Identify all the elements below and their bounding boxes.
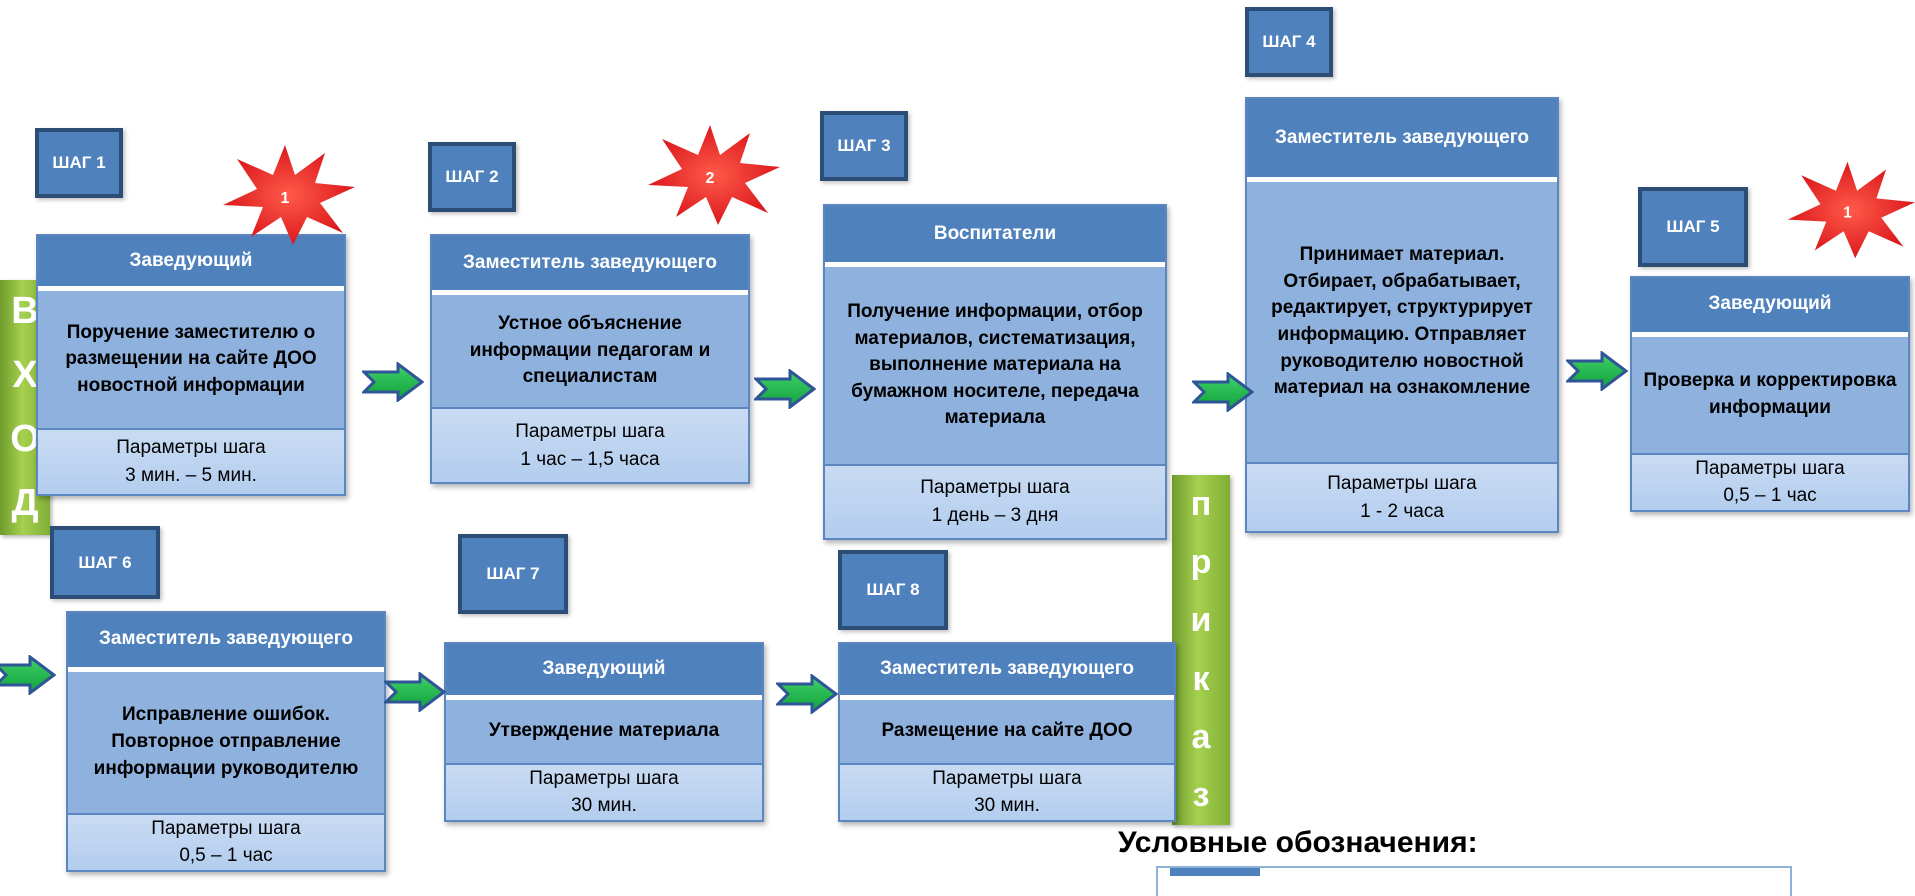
params-value: 1 - 2 часа	[1360, 500, 1444, 522]
step-role: Воспитатели	[825, 206, 1165, 267]
params-title: Параметры шага	[1327, 472, 1477, 494]
params-value: 0,5 – 1 час	[179, 845, 273, 867]
step-role: Заместитель заведующего	[432, 236, 748, 295]
step-tag-label: ШАГ 4	[1262, 32, 1316, 51]
step-2-tag: ШАГ 2	[428, 142, 516, 212]
step-4-tag: ШАГ 4	[1245, 7, 1333, 77]
step-4-card: Заместитель заведующего Принимает матери…	[1245, 97, 1559, 533]
star-5-icon: 1	[1780, 160, 1915, 260]
params-title: Параметры шага	[529, 767, 679, 789]
step-tag-label: ШАГ 6	[78, 552, 132, 572]
step-3-card: Воспитатели Получение информации, отбор …	[823, 204, 1167, 540]
params-value: 1 день – 3 дня	[931, 505, 1059, 526]
step-description: Поручение заместителю о размещении на са…	[38, 291, 344, 430]
step-role: Заместитель заведующего	[68, 613, 384, 672]
legend-box	[1156, 866, 1792, 896]
step-8-card: Заместитель заведующего Размещение на са…	[838, 642, 1176, 822]
params-value: 3 мин. – 5 мин.	[125, 465, 257, 486]
params-title: Параметры шага	[920, 477, 1070, 499]
step-7-card: Заведующий Утверждение материала Парамет…	[444, 642, 764, 822]
legend-title: Условные обозначения:	[1118, 826, 1478, 859]
step-tag-label: ШАГ 1	[52, 153, 106, 172]
step-1-card: Заведующий Поручение заместителю о разме…	[36, 234, 346, 496]
params-title: Параметры шага	[1695, 457, 1845, 479]
step-description: Исправление ошибок. Повторное отправлени…	[68, 671, 384, 815]
arrow-right-icon	[1192, 372, 1254, 412]
step-1-tag: ШАГ 1	[35, 128, 123, 198]
step-description: Проверка и корректировка информации	[1632, 336, 1908, 455]
params-title: Параметры шага	[932, 767, 1082, 789]
params-value: 1 час – 1,5 часа	[520, 448, 660, 470]
params-title: Параметры шага	[151, 817, 301, 839]
step-description: Принимает материал. Отбирает, обрабатыва…	[1247, 182, 1557, 464]
order-bar: п р и к а з	[1172, 475, 1230, 825]
params-title: Параметры шага	[515, 420, 665, 442]
params-value: 30 мин.	[571, 795, 637, 817]
arrow-right-icon	[776, 674, 838, 714]
legend-swatch	[1170, 868, 1260, 876]
svg-text:2: 2	[706, 170, 715, 187]
entry-letter: О	[10, 417, 40, 460]
step-5-card: Заведующий Проверка и корректировка инфо…	[1630, 276, 1910, 512]
step-tag-label: ШАГ 3	[837, 136, 891, 155]
step-tag-label: ШАГ 5	[1666, 217, 1720, 236]
step-role: Заведующий	[38, 236, 344, 291]
step-params: Параметры шага 0,5 – 1 час	[1632, 454, 1908, 510]
step-description: Утверждение материала	[446, 700, 762, 765]
step-tag-label: ШАГ 7	[486, 564, 540, 583]
step-params: Параметры шага 1 день – 3 дня	[825, 466, 1165, 538]
step-3-tag: ШАГ 3	[820, 111, 908, 181]
order-letter: к	[1192, 659, 1210, 698]
step-6-tag: ШАГ 6	[50, 526, 160, 599]
step-tag-label: ШАГ 2	[445, 167, 499, 186]
step-params: Параметры шага 30 мин.	[446, 764, 762, 820]
entry-letter: Д	[11, 481, 39, 524]
entry-letter: В	[11, 290, 39, 333]
arrow-right-icon	[754, 369, 816, 409]
step-description: Получение информации, отбор материалов, …	[825, 267, 1165, 466]
step-description: Размещение на сайте ДОО	[840, 700, 1174, 765]
step-8-tag: ШАГ 8	[838, 550, 948, 630]
step-params: Параметры шага 3 мин. – 5 мин.	[38, 430, 344, 494]
params-value: 0,5 – 1 час	[1723, 485, 1817, 507]
star-1-icon: 1	[215, 145, 355, 245]
order-letter: а	[1191, 717, 1211, 756]
order-letter: р	[1190, 542, 1212, 581]
step-description: Устное объяснение информации педагогам и…	[432, 295, 748, 409]
star-2-icon: 2	[640, 125, 780, 225]
order-letter: з	[1192, 776, 1210, 815]
step-2-card: Заместитель заведующего Устное объяснени…	[430, 234, 750, 484]
step-params: Параметры шага 1 час – 1,5 часа	[432, 409, 748, 482]
step-6-card: Заместитель заведующего Исправление ошиб…	[66, 611, 386, 872]
step-params: Параметры шага 1 - 2 часа	[1247, 464, 1557, 531]
step-params: Параметры шага 30 мин.	[840, 764, 1174, 820]
params-value: 30 мин.	[974, 795, 1040, 817]
step-role: Заместитель заведующего	[840, 644, 1174, 701]
svg-text:1: 1	[1843, 205, 1852, 222]
arrow-right-icon	[0, 655, 56, 695]
arrow-right-icon	[362, 362, 424, 402]
arrow-right-icon	[384, 672, 446, 712]
order-letter: и	[1190, 601, 1212, 640]
step-role: Заведующий	[1632, 278, 1908, 337]
step-role: Заместитель заведующего	[1247, 99, 1557, 182]
step-7-tag: ШАГ 7	[458, 534, 568, 614]
step-params: Параметры шага 0,5 – 1 час	[68, 814, 384, 870]
order-letter: п	[1190, 484, 1212, 523]
entry-letter: Х	[12, 354, 38, 397]
params-title: Параметры шага	[116, 437, 266, 459]
step-5-tag: ШАГ 5	[1638, 187, 1748, 267]
step-tag-label: ШАГ 8	[866, 580, 920, 599]
step-role: Заведующий	[446, 644, 762, 701]
svg-text:1: 1	[281, 190, 290, 207]
arrow-right-icon	[1566, 351, 1628, 391]
